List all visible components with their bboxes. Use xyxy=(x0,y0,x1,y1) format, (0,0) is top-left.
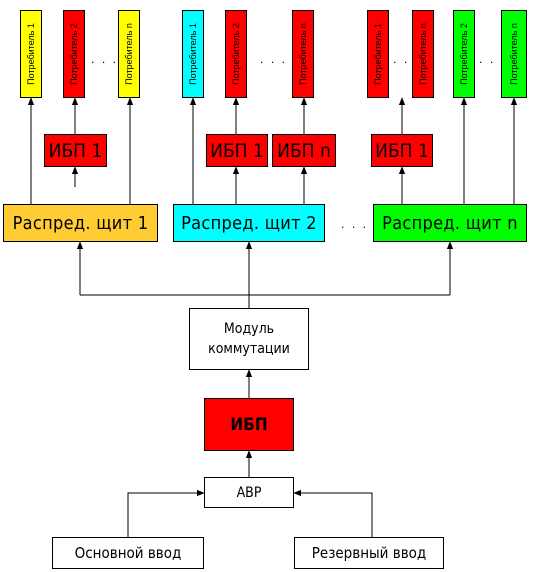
consumer-n-group-1: Потребитель n xyxy=(118,10,140,98)
distribution-board-2: Распред. щит 2 xyxy=(173,204,325,242)
consumer-1-group-1: Потребитель 1 xyxy=(20,10,42,98)
consumer-label: Потребитель 2 xyxy=(69,23,79,85)
consumer-ellipsis-group-n-a: . . . xyxy=(392,56,420,66)
switching-module-line-1: Модуль xyxy=(223,321,275,337)
consumer-label: Потребитель n xyxy=(418,23,428,85)
consumer-ellipsis-group-n-b: . . . xyxy=(478,56,506,66)
consumer-label: Потребитель n xyxy=(298,23,308,85)
switching-module-line-2: коммутации xyxy=(208,341,290,357)
ups-1-group-2: ИБП 1 xyxy=(206,134,268,167)
consumer-1-group-n: Потребитель 1 xyxy=(367,10,389,98)
reserve-input-box: Резервный ввод xyxy=(294,537,444,569)
ups-1-group-1: ИБП 1 xyxy=(44,134,107,167)
consumer-2-group-1: Потребитель 2 xyxy=(63,10,85,98)
switching-module: Модуль коммутации xyxy=(189,308,309,370)
main-ups: ИБП xyxy=(204,398,294,451)
ups-n-group-2: ИБП n xyxy=(272,134,336,167)
consumer-ellipsis-group-2: . . . xyxy=(259,56,287,66)
consumer-label: Потребитель n xyxy=(124,23,134,85)
consumer-n-group-2: Потребитель n xyxy=(292,10,314,98)
distribution-board-1: Распред. щит 1 xyxy=(3,204,158,242)
consumer-label: Потребитель 2 xyxy=(459,23,469,85)
consumer-2-group-2: Потребитель 2 xyxy=(225,10,247,98)
distribution-board-n: Распред. щит n xyxy=(373,204,527,242)
consumer-1-group-2: Потребитель 1 xyxy=(182,10,204,98)
main-input-box: Основной ввод xyxy=(52,537,204,569)
consumer-n-group-n-red: Потребитель n xyxy=(412,10,434,98)
consumer-2-group-n: Потребитель 2 xyxy=(453,10,475,98)
ups-1-group-n: ИБП 1 xyxy=(371,134,433,167)
distribution-ellipsis: . . . xyxy=(340,221,368,231)
consumer-label: Потребитель 2 xyxy=(231,23,241,85)
consumer-label: Потребитель 1 xyxy=(26,23,36,85)
consumer-label: Потребитель 1 xyxy=(188,23,198,85)
consumer-label: Потребитель 1 xyxy=(373,23,383,85)
ats-box: АВР xyxy=(204,477,294,508)
consumer-ellipsis-group-1: . . . xyxy=(90,56,118,66)
consumer-n-group-n-green: Потребитель n xyxy=(501,10,527,98)
consumer-label: Потребитель n xyxy=(509,23,519,85)
